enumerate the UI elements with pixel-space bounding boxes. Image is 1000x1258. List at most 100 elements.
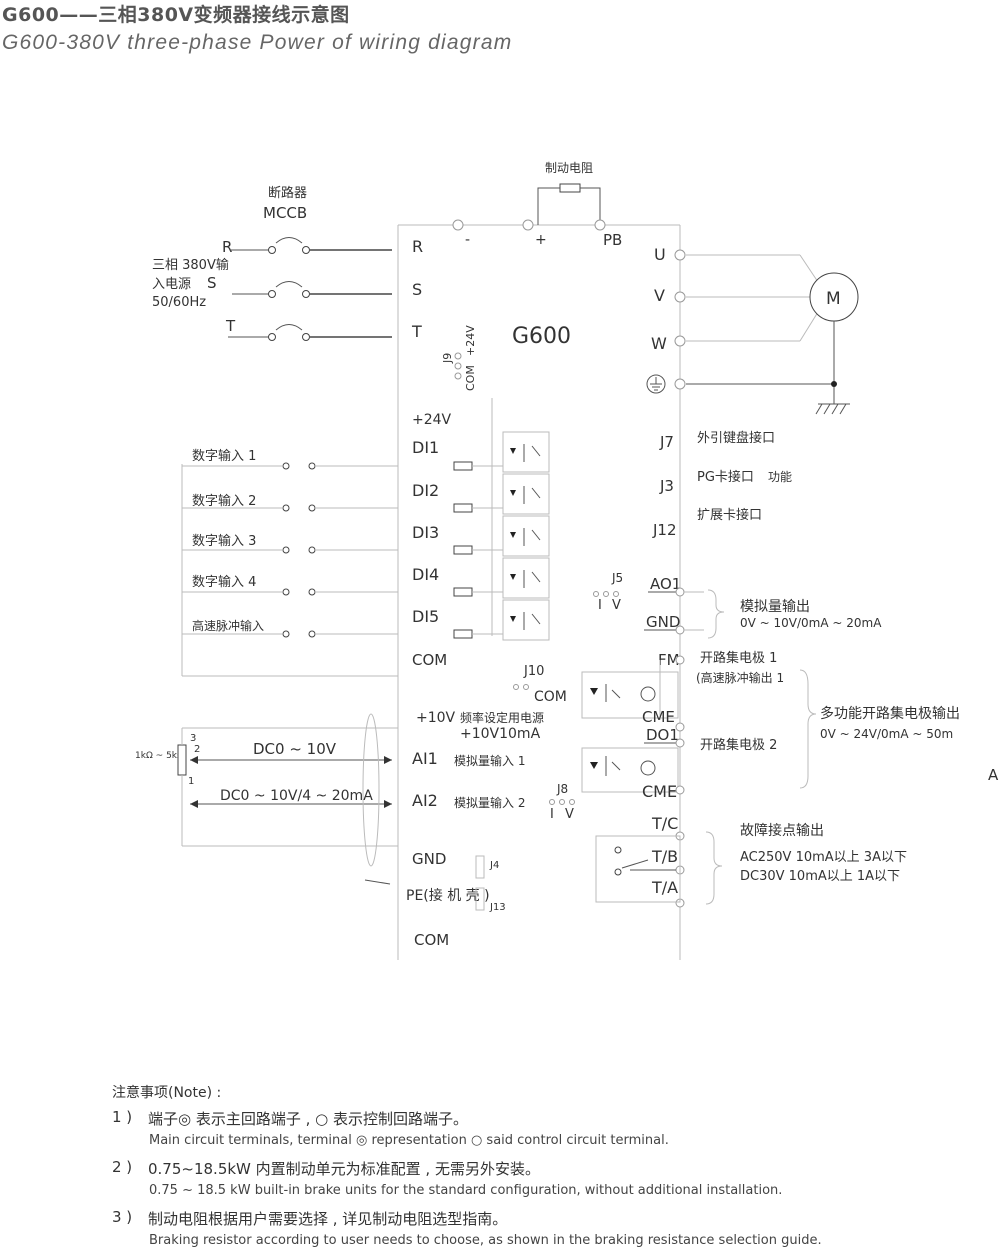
terminal-ai2: AI2 [412, 791, 438, 810]
terminal-di: DI4 [412, 565, 439, 584]
brake-resistor-label: 制动电阻 [545, 161, 593, 175]
oc2-label: 开路集电极 2 [700, 737, 777, 753]
connector-j7-id: J7 [659, 433, 674, 451]
terminal-ta: T/A [651, 878, 678, 897]
connector-j3-id: J3 [659, 477, 674, 495]
ai2-desc: 模拟量输入 2 [454, 795, 525, 810]
pot-pin-1: 1 [188, 776, 194, 787]
jumper-j10-com: COM [534, 689, 567, 705]
jumper-j8: J8 [556, 782, 568, 796]
arrow-left-icon [190, 800, 198, 808]
jumper-j8-i: I [550, 807, 554, 822]
digital-input-label: 数字输入 1 [192, 448, 256, 464]
jumper-j9-pin [454, 372, 462, 380]
relay-contact-icon [595, 835, 681, 903]
multi-oc-brace [799, 669, 817, 789]
terminal-ai1: AI1 [412, 749, 438, 768]
note-number: 3 ) [112, 1208, 133, 1226]
terminal-u-icon [674, 249, 686, 261]
pot-pin-3: 3 [190, 733, 196, 744]
terminal-cme-2: CME [642, 782, 677, 801]
digital-input-row-4: 数字输入 4 DI4 [182, 557, 550, 599]
connector-j7-label: 外引键盘接口 [697, 430, 775, 446]
breaker-label-en: MCCB [263, 204, 307, 222]
digital-input-label: 数字输入 3 [192, 533, 256, 549]
motor-label: M [826, 289, 841, 309]
terminal-pe-icon [674, 378, 686, 390]
digital-input-row-5: 高速脉冲输入 DI5 [182, 599, 550, 641]
brake-wire-left [537, 187, 560, 225]
dc-bus-plus: + [535, 232, 547, 248]
ground-junction-icon [831, 381, 837, 387]
svg-text:J9: J9 [441, 353, 454, 364]
connector-j3-label: PG卡接口 [697, 469, 754, 485]
terminal-gnd: GND [646, 613, 680, 631]
terminal-10v: +10V [416, 710, 456, 726]
digital-input-row-1: 数字输入 1 DI1 [182, 431, 550, 473]
multi-oc-range: 0V ~ 24V/0mA ~ 50m [820, 727, 953, 741]
ai1-desc: 模拟量输入 1 [454, 753, 525, 768]
jumper-j5-i: I [598, 598, 602, 613]
page-title: G600——三相380V变频器接线示意图 [2, 4, 350, 26]
terminal-t: T [411, 322, 422, 341]
wiring-diagram: G600 制动电阻 - + PB 断路器 MCCB 三相 380V输 入电源 5… [135, 161, 999, 960]
terminal-com-3: COM [414, 931, 449, 949]
terminal-di: DI3 [412, 523, 439, 542]
model-name: G600 [512, 324, 571, 349]
note-text-cn: 0.75~18.5kW 内置制动单元为标准配置 , 无需另外安装。 [148, 1160, 540, 1178]
terminal-plus-icon [522, 219, 534, 231]
dc-range-1: DC0 ~ 10V [253, 740, 337, 758]
note-item: 2 ) 0.75~18.5kW 内置制动单元为标准配置 , 无需另外安装。 [112, 1158, 972, 1179]
dc-range-2: DC0 ~ 10V/4 ~ 20mA [220, 788, 373, 804]
fault-label: 故障接点输出 [740, 822, 824, 839]
input-line-t [228, 324, 392, 341]
jumper-j9-com: COM [464, 365, 477, 391]
terminal-s: S [412, 280, 422, 299]
brake-resistor-icon [559, 183, 581, 193]
svg-text:COM: COM [464, 365, 477, 391]
note-text-en: 0.75 ~ 18.5 kW built-in brake units for … [149, 1183, 783, 1198]
plus10v-desc: 频率设定用电源 [460, 710, 544, 725]
phase-r: R [222, 238, 232, 256]
analog-out-range: 0V ~ 10V/0mA ~ 20mA [740, 616, 882, 630]
power-input-line2: 入电源 [152, 277, 191, 292]
terminal-w: W [651, 334, 667, 353]
jumper-j13: J13 [489, 902, 506, 913]
jumper-j5: J5 [611, 571, 623, 585]
terminal-di: DI5 [412, 607, 439, 626]
arrow-right-icon [384, 800, 392, 808]
note-number: 2 ) [112, 1158, 133, 1176]
oc1-label: 开路集电极 1 [700, 650, 777, 666]
terminal-v: V [654, 286, 665, 305]
terminal-v-icon [674, 291, 686, 303]
input-line-s [232, 281, 392, 298]
input-line-r [230, 237, 392, 254]
note-text-en: Main circuit terminals, terminal ◎ repre… [149, 1133, 669, 1148]
svg-text:+24V: +24V [464, 325, 477, 356]
phase-s: S [207, 274, 217, 292]
analog-out-label: 模拟量输出 [740, 599, 810, 615]
jumper-j8-v: V [565, 807, 574, 822]
terminal-cme: CME [642, 708, 675, 726]
shield-cable-icon [362, 713, 380, 867]
pot-value: 1kΩ ~ 5kΩ [135, 751, 184, 761]
note-text-cn: 端子◎ 表示主回路端子 , ○ 表示控制回路端子。 [148, 1110, 469, 1128]
optocoupler-do-icon [581, 660, 679, 720]
terminal-pe: PE(接 机 壳 ) [406, 887, 490, 904]
plus10v-spec: +10V10mA [460, 726, 541, 742]
terminal-di: DI1 [412, 438, 439, 457]
brake-wire-right [580, 187, 601, 225]
arrow-left-icon [190, 756, 198, 764]
breaker-label: 断路器 [268, 185, 307, 201]
dc-bus-minus: - [465, 232, 470, 248]
terminal-com: COM [412, 651, 447, 669]
power-input-line3: 50/60Hz [152, 295, 206, 310]
plus24v-label: +24V [412, 412, 452, 428]
fault-brace [705, 831, 723, 905]
page-subtitle: G600-380V three-phase Power of wiring di… [2, 31, 513, 54]
terminal-tb: T/B [651, 847, 678, 866]
jumper-j9-pin [454, 362, 462, 370]
digital-input-row-2: 数字输入 2 DI2 [182, 473, 550, 515]
terminal-w-icon [674, 335, 686, 347]
connector-j12-id: J12 [652, 521, 677, 539]
